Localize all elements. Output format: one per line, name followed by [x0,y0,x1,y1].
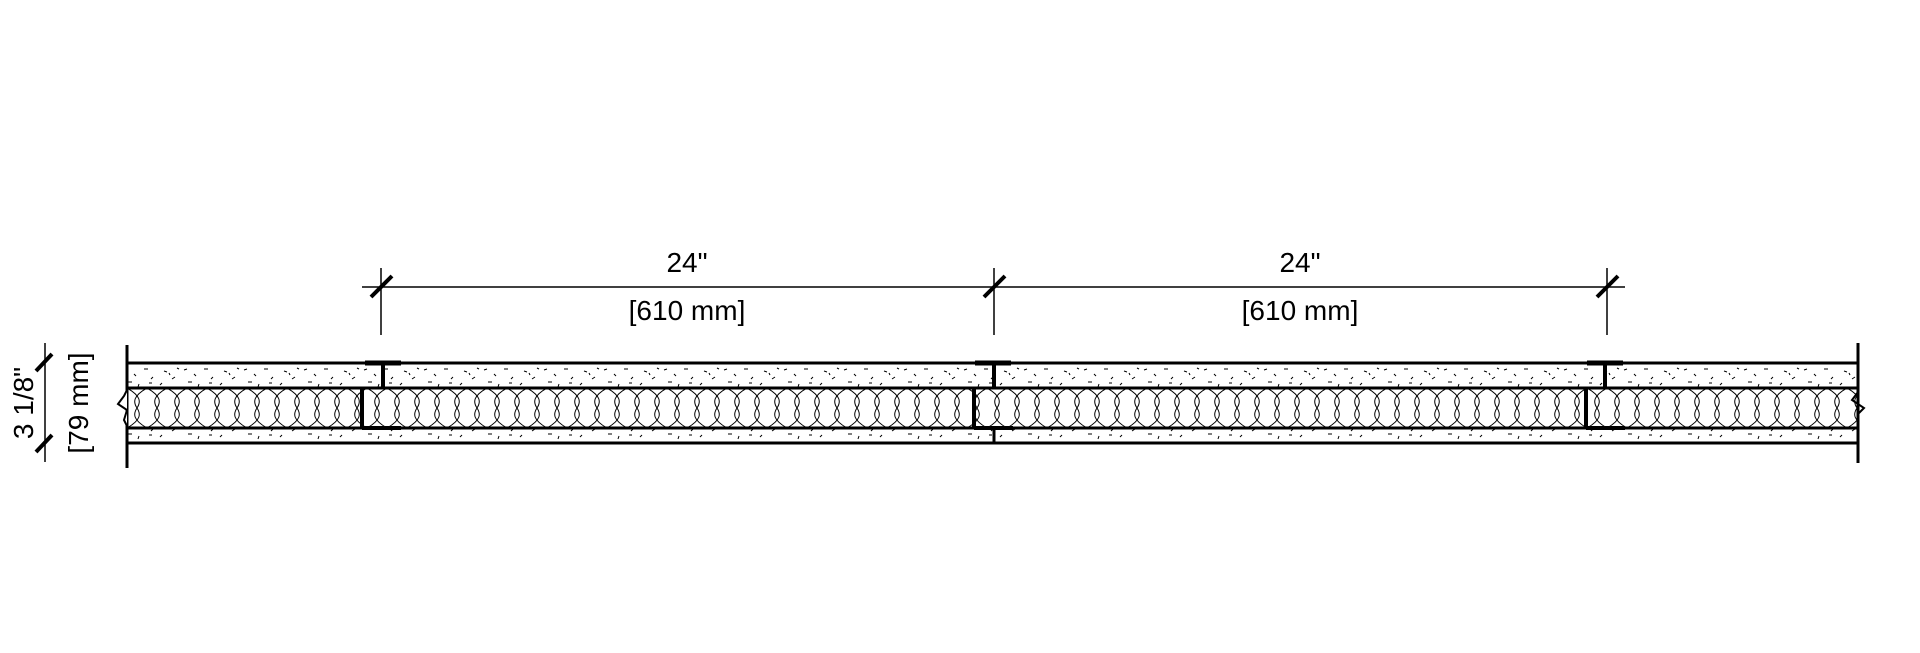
thickness-imperial: 3 1/8" [8,367,39,439]
spacing-1-imperial: 24" [666,247,707,278]
right-break-line [1850,343,1866,463]
thickness-metric: [79 mm] [63,352,94,453]
spacing-2-metric: [610 mm] [1242,295,1359,326]
left-break-line [116,345,129,468]
thickness-dimension-line [34,343,54,462]
spacing-1-metric: [610 mm] [629,295,746,326]
spacing-2-imperial: 24" [1279,247,1320,278]
stud-1 [360,360,401,430]
stud-3 [1584,360,1625,430]
spacing-dimension-line [362,268,1625,335]
insulation-layer [127,389,1858,428]
stud-2 [972,360,1013,443]
